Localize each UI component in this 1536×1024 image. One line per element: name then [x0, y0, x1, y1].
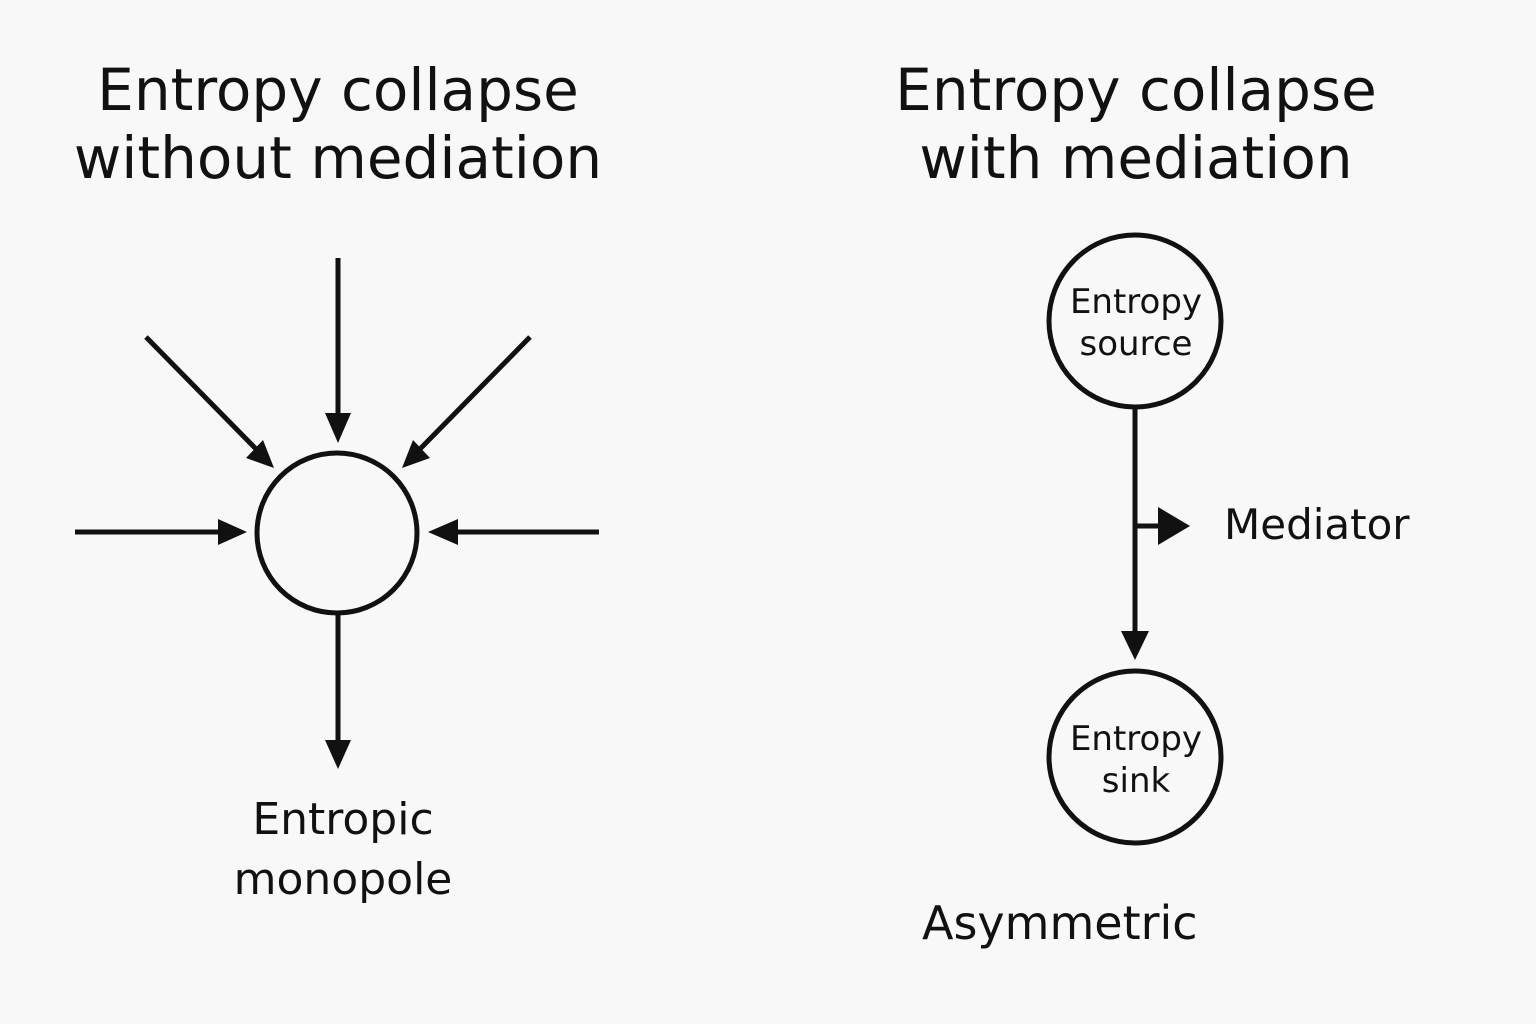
entropy-sink-line2: sink	[1101, 761, 1171, 801]
title-with-mediation-line1: Entropy collapse	[895, 56, 1377, 124]
arrow-upper-left	[144, 335, 258, 451]
title-with-mediation: Entropy collapse with mediation	[836, 56, 1436, 192]
entropic-monopole-line1: Entropic	[252, 794, 434, 845]
title-without-mediation-line1: Entropy collapse	[97, 56, 579, 124]
title-with-mediation-line2: with mediation	[919, 124, 1353, 192]
arrowhead-to-sink	[1121, 631, 1149, 660]
entropic-monopole-label: Entropic monopole	[180, 790, 506, 910]
arrowhead-right	[428, 519, 458, 545]
arrow-upper-right	[418, 335, 532, 451]
arrowhead-out-down	[325, 740, 351, 769]
arrowhead-left	[218, 519, 247, 545]
entropy-source-circle	[1046, 232, 1224, 410]
mediator-label: Mediator	[1224, 500, 1410, 549]
entropy-sink-line1: Entropy	[1069, 719, 1203, 759]
entropy-source-line1: Entropy	[1069, 282, 1203, 322]
title-without-mediation: Entropy collapse without mediation	[40, 56, 636, 192]
entropy-sink-circle	[1046, 668, 1224, 846]
entropy-sink-label: Entropy sink	[1048, 718, 1224, 802]
arrowhead-upper-right	[402, 440, 430, 468]
arrowhead-upper-left	[246, 440, 274, 468]
arrowhead-mediator	[1158, 507, 1190, 545]
entropic-monopole-line2: monopole	[233, 854, 453, 905]
title-without-mediation-line2: without mediation	[73, 124, 603, 192]
asymmetric-label: Asymmetric	[922, 896, 1198, 950]
entropy-source-label: Entropy source	[1048, 281, 1224, 365]
entropy-source-line2: source	[1079, 324, 1193, 364]
arrowhead-top	[325, 413, 351, 443]
monopole-circle	[254, 450, 420, 616]
